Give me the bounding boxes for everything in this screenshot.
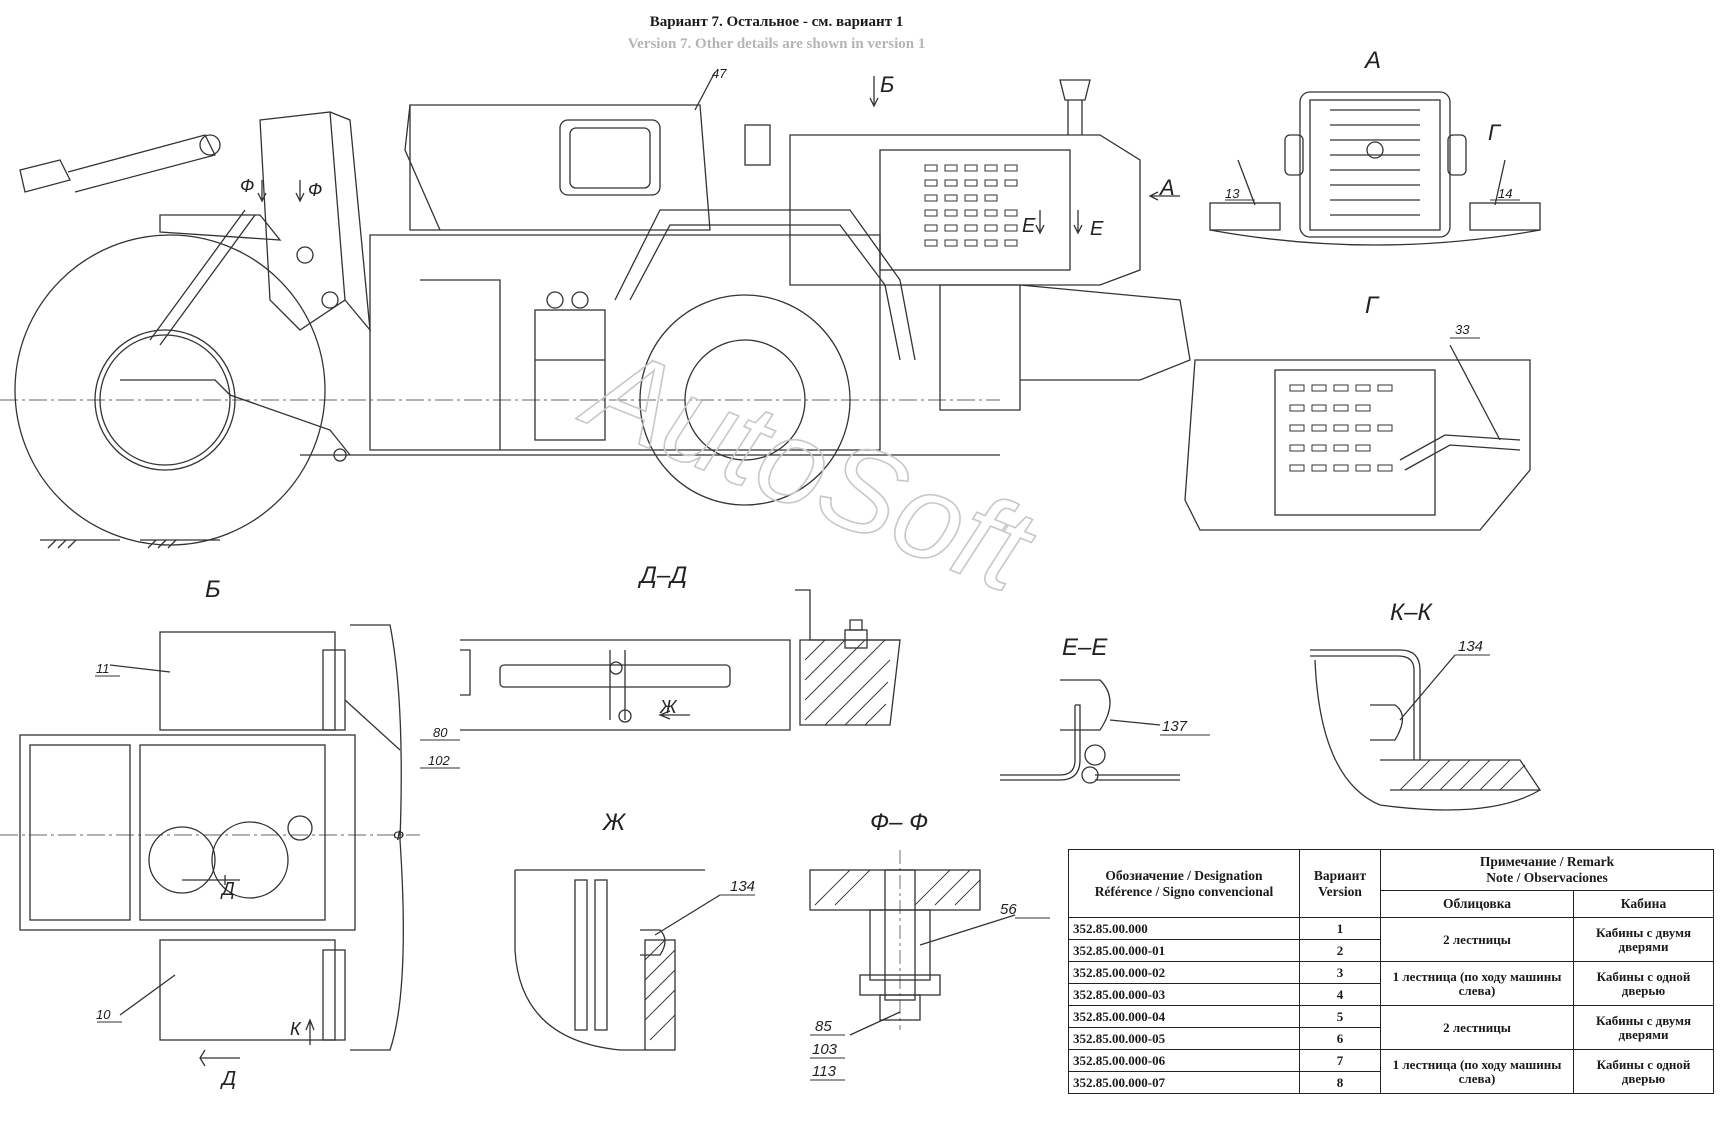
- table-row: 352.85.00.000-07 8: [1068, 1071, 1714, 1094]
- section-k-k: [1310, 649, 1542, 811]
- callout-10: 10: [96, 1007, 111, 1022]
- watermark: AutoSoft: [566, 318, 1053, 619]
- table-row: 352.85.00.000-05 6: [1068, 1027, 1714, 1050]
- table-head-version: Вариант Version: [1299, 849, 1381, 918]
- side-view: [0, 71, 1191, 549]
- table-head-cladding: Облицовка: [1380, 890, 1574, 918]
- callout-56: 56: [1000, 901, 1017, 918]
- version-table: Обозначение / Designation Référence / Si…: [1068, 849, 1714, 1094]
- view-zh: [514, 869, 721, 1051]
- table-row: 352.85.00.000-04 5 2 лестницы Кабины с д…: [1068, 1005, 1714, 1050]
- callout-102: 102: [428, 753, 450, 768]
- section-e-e: [1000, 679, 1180, 784]
- title-russian: Вариант 7. Остальное - см. вариант 1: [649, 14, 904, 30]
- table-row: 352.85.00.000-03 4: [1068, 983, 1714, 1006]
- callout-103: 103: [812, 1041, 838, 1058]
- marker-e-left: Е: [1022, 215, 1036, 237]
- view-title-f-f: Ф– Ф: [870, 809, 928, 836]
- marker-f-plan: Ф: [393, 827, 404, 843]
- marker-d-top: Д: [220, 879, 235, 899]
- table-head-remark: Примечание / Remark Note / Observaciones: [1380, 849, 1714, 891]
- view-title-e-e: Е–Е: [1062, 634, 1108, 661]
- view-b: [0, 624, 420, 1067]
- title-english: Version 7. Other details are shown in ve…: [627, 36, 926, 52]
- callout-11: 11: [96, 661, 110, 676]
- callout-47: 47: [712, 66, 727, 81]
- view-title-k-k: К–К: [1390, 599, 1433, 626]
- callout-113: 113: [812, 1063, 837, 1080]
- table-head-designation: Обозначение / Designation Référence / Si…: [1068, 849, 1300, 918]
- table-row: 352.85.00.000-02 3 1 лестница (по ходу м…: [1068, 961, 1714, 1006]
- table-head-cab: Кабина: [1573, 890, 1714, 918]
- view-title-g: Г: [1365, 292, 1380, 319]
- marker-f-right: Ф: [308, 180, 322, 200]
- callout-13: 13: [1225, 186, 1240, 201]
- marker-a: А: [1158, 175, 1175, 200]
- view-title-d-d: Д–Д: [637, 562, 687, 589]
- marker-f-left: Ф: [240, 176, 254, 196]
- front-wheel: [14, 234, 326, 546]
- callout-134-k: 134: [1458, 638, 1483, 655]
- callout-80: 80: [433, 725, 448, 740]
- callout-134-zh: 134: [730, 878, 755, 895]
- view-title-a: А: [1363, 47, 1381, 74]
- table-row: 352.85.00.000 1 2 лестницы Кабины с двум…: [1068, 917, 1714, 962]
- cab-outline: [409, 104, 711, 231]
- callout-leaders: [95, 199, 1520, 1081]
- engine-hood: [789, 134, 1141, 286]
- view-a: [1209, 91, 1541, 246]
- callout-137: 137: [1162, 718, 1188, 735]
- callout-85: 85: [815, 1018, 832, 1035]
- section-d-d: [460, 589, 901, 731]
- section-f-f: [809, 850, 1016, 1036]
- marker-zh: Ж: [659, 697, 678, 717]
- table-row: 352.85.00.000-06 7 1 лестница (по ходу м…: [1068, 1049, 1714, 1094]
- marker-b: Б: [880, 72, 894, 97]
- callout-14: 14: [1498, 186, 1512, 201]
- marker-e-right: Е: [1090, 218, 1104, 240]
- callout-33: 33: [1455, 322, 1470, 337]
- marker-k: К: [290, 1019, 302, 1039]
- marker-d-bottom: Д: [220, 1068, 236, 1090]
- view-title-zh: Ж: [602, 809, 627, 836]
- view-g: [1184, 344, 1531, 531]
- marker-g: Г: [1488, 120, 1502, 145]
- view-title-b: Б: [205, 576, 221, 603]
